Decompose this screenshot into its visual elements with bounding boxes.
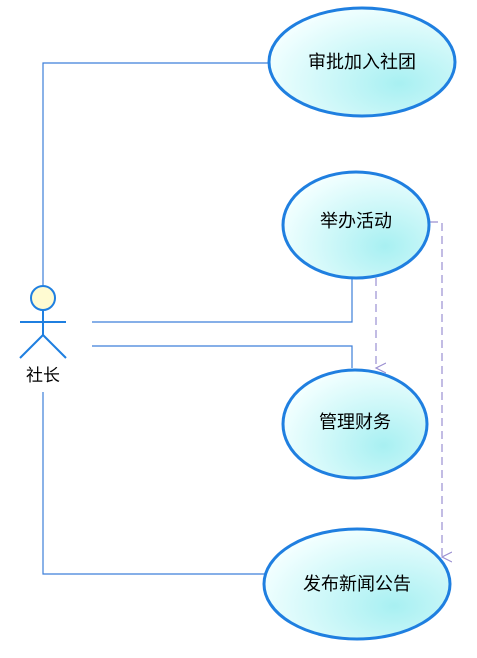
usecase-news-shape — [262, 527, 452, 641]
usecase-activity[interactable]: 举办活动 — [281, 170, 431, 280]
usecase-finance[interactable]: 管理财务 — [281, 368, 429, 480]
usecase-activity-shape — [281, 170, 431, 280]
association-approve — [42, 62, 270, 285]
usecase-approve-label: 审批加入社团 — [308, 52, 416, 73]
usecase-finance-label: 管理财务 — [319, 412, 391, 433]
usecase-news[interactable]: 发布新闻公告 — [262, 527, 452, 641]
association-finance — [92, 345, 353, 368]
association-news — [42, 392, 265, 575]
usecase-news-label: 发布新闻公告 — [303, 574, 411, 595]
actor-left-leg — [19, 334, 44, 359]
usecase-finance-shape — [281, 368, 429, 480]
actor[interactable]: 社长 — [19, 285, 67, 386]
association-activity — [92, 278, 353, 323]
dependency-activity-news — [430, 221, 442, 557]
dependencies — [376, 221, 442, 557]
actor-label: 社长 — [26, 366, 60, 386]
usecase-approve-shape — [267, 6, 457, 118]
actor-right-leg — [42, 334, 67, 359]
actor-head — [30, 285, 56, 311]
usecase-activity-label: 举办活动 — [320, 211, 392, 232]
usecase-approve[interactable]: 审批加入社团 — [267, 6, 457, 118]
associations — [42, 62, 353, 575]
